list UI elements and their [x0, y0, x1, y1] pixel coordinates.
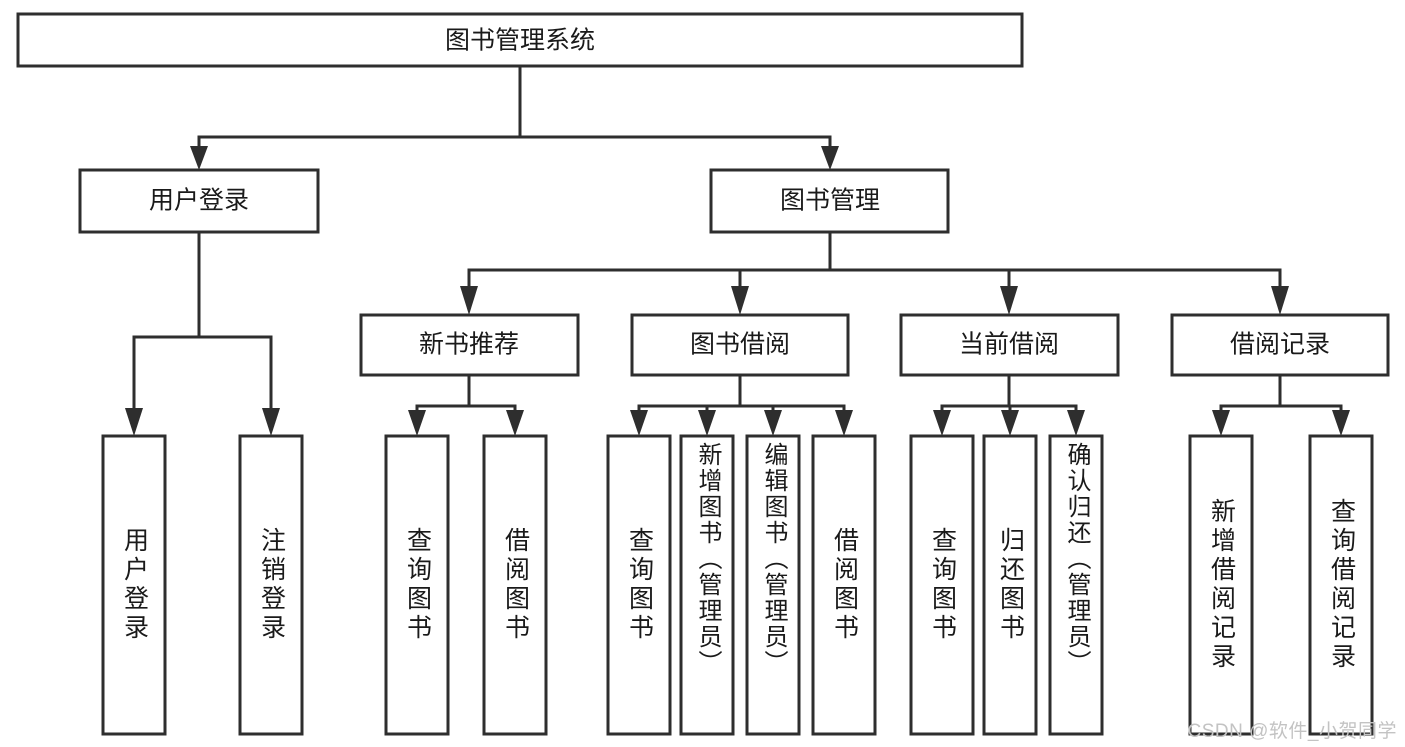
- leaf-label-borrow-book: 借阅图书: [830, 527, 859, 643]
- node-current-borrow-box[interactable]: [899, 313, 1120, 377]
- arrow-to-current-borrow: [1000, 286, 1018, 315]
- node-borrow-record-label: 借阅记录: [1230, 331, 1330, 359]
- arrow-to-user-login: [190, 146, 208, 170]
- arrow-to-borrow-record: [1271, 286, 1289, 315]
- node-user-login-box[interactable]: [78, 168, 320, 234]
- leaf-label-query-book-current: 查询图书: [928, 527, 957, 643]
- arrow-leaf-user-login: [125, 408, 143, 436]
- node-leaf-borrow-book-recommend-box[interactable]: [482, 434, 548, 736]
- node-current-borrow[interactable]: 当前借阅: [899, 313, 1120, 377]
- node-leaf-borrow-book-recommend[interactable]: [482, 434, 548, 736]
- node-new-book-recommend-box[interactable]: [359, 313, 580, 377]
- node-layer: 图书管理系统 用户登录 图书管理 新书推荐 图书借阅 当前借阅 借阅记录: [16, 12, 1390, 736]
- node-root-label: 图书管理系统: [445, 27, 595, 55]
- arrow-leaf-query-book-borrow: [630, 410, 648, 436]
- node-leaf-edit-book[interactable]: [745, 434, 801, 736]
- fo-leaf-add-borrow-record: 新增借阅记录: [1207, 498, 1236, 672]
- arrow-leaf-query-book-recommend: [408, 410, 426, 436]
- fo-leaf-query-book-recommend: 查询图书: [403, 527, 432, 643]
- node-root-box[interactable]: [16, 12, 1024, 68]
- node-leaf-return-book-box[interactable]: [982, 434, 1038, 736]
- node-leaf-add-borrow-record[interactable]: [1188, 434, 1254, 736]
- leaf-label-add-borrow-record: 新增借阅记录: [1207, 498, 1236, 672]
- node-root[interactable]: 图书管理系统: [16, 12, 1024, 68]
- arrow-leaf-add-book: [698, 410, 716, 436]
- leaf-label-query-borrow-record: 查询借阅记录: [1327, 498, 1356, 672]
- node-leaf-borrow-book-box[interactable]: [811, 434, 877, 736]
- leaf-label-query-book-recommend: 查询图书: [403, 527, 432, 643]
- node-borrow-record-box[interactable]: [1170, 313, 1390, 377]
- fo-leaf-borrow-book: 借阅图书: [830, 527, 859, 643]
- node-borrow-record[interactable]: 借阅记录: [1170, 313, 1390, 377]
- fo-leaf-add-book: 新增图书（管理员）: [694, 442, 721, 676]
- fo-leaf-borrow-book-recommend: 借阅图书: [501, 527, 530, 643]
- node-leaf-add-book[interactable]: [679, 434, 735, 736]
- node-leaf-user-login[interactable]: [101, 434, 167, 736]
- node-book-manage-box[interactable]: [709, 168, 950, 234]
- leaf-label-return-book: 归还图书: [996, 527, 1025, 643]
- arrow-leaf-add-borrow-record: [1212, 410, 1230, 436]
- fo-leaf-user-login: 用户登录: [120, 527, 149, 643]
- arrow-leaf-return-book: [1001, 410, 1019, 436]
- node-leaf-confirm-return[interactable]: [1048, 434, 1104, 736]
- arrow-to-book-manage: [821, 146, 839, 170]
- leaf-label-confirm-return: 确认归还（管理员）: [1063, 442, 1090, 676]
- node-leaf-return-book[interactable]: [982, 434, 1038, 736]
- node-book-manage[interactable]: 图书管理: [709, 168, 950, 234]
- node-user-login-label: 用户登录: [149, 187, 249, 215]
- leaf-label-layer: 用户登录 注销登录 查询图书 借阅图书 查询图书 新增图书（管理员） 编辑图书（…: [120, 442, 1356, 676]
- arrow-leaf-user-logout: [262, 408, 280, 436]
- node-leaf-user-logout[interactable]: [238, 434, 304, 736]
- node-book-borrow-label: 图书借阅: [690, 331, 790, 359]
- leaf-label-add-book: 新增图书（管理员）: [694, 442, 721, 676]
- node-leaf-user-logout-box[interactable]: [238, 434, 304, 736]
- node-book-borrow-box[interactable]: [630, 313, 850, 377]
- arrow-leaf-borrow-book: [835, 410, 853, 436]
- node-leaf-add-book-box[interactable]: [679, 434, 735, 736]
- node-new-book-recommend-label: 新书推荐: [419, 331, 519, 359]
- node-leaf-query-book-borrow-box[interactable]: [606, 434, 672, 736]
- fo-leaf-edit-book: 编辑图书（管理员）: [760, 442, 787, 676]
- node-leaf-query-book-recommend[interactable]: [384, 434, 450, 736]
- node-leaf-confirm-return-box[interactable]: [1048, 434, 1104, 736]
- fo-leaf-query-book-borrow: 查询图书: [625, 527, 654, 643]
- node-leaf-borrow-book[interactable]: [811, 434, 877, 736]
- arrow-leaf-query-book-current: [933, 410, 951, 436]
- leaf-label-user-logout: 注销登录: [257, 527, 286, 643]
- node-leaf-query-book-current[interactable]: [909, 434, 975, 736]
- node-current-borrow-label: 当前借阅: [959, 331, 1059, 359]
- fo-leaf-return-book: 归还图书: [996, 527, 1025, 643]
- node-leaf-query-borrow-record[interactable]: [1308, 434, 1374, 736]
- node-leaf-query-borrow-record-box[interactable]: [1308, 434, 1374, 736]
- fo-leaf-confirm-return: 确认归还（管理员）: [1063, 442, 1090, 676]
- node-leaf-query-book-recommend-box[interactable]: [384, 434, 450, 736]
- node-leaf-query-book-borrow[interactable]: [606, 434, 672, 736]
- edge-layer: [125, 64, 1350, 436]
- arrow-leaf-edit-book: [764, 410, 782, 436]
- leaf-label-edit-book: 编辑图书（管理员）: [760, 442, 787, 676]
- arrow-to-book-borrow: [731, 286, 749, 315]
- node-leaf-edit-book-box[interactable]: [745, 434, 801, 736]
- arrow-to-new-book-recommend: [460, 286, 478, 315]
- node-book-borrow[interactable]: 图书借阅: [630, 313, 850, 377]
- fo-leaf-query-book-current: 查询图书: [928, 527, 957, 643]
- node-leaf-add-borrow-record-box[interactable]: [1188, 434, 1254, 736]
- node-leaf-user-login-box[interactable]: [101, 434, 167, 736]
- node-book-manage-label: 图书管理: [780, 187, 880, 215]
- fo-leaf-user-logout: 注销登录: [257, 527, 286, 643]
- arrow-leaf-borrow-book-recommend: [506, 410, 524, 436]
- leaf-label-query-book-borrow: 查询图书: [625, 527, 654, 643]
- node-new-book-recommend[interactable]: 新书推荐: [359, 313, 580, 377]
- node-leaf-query-book-current-box[interactable]: [909, 434, 975, 736]
- leaf-label-user-login: 用户登录: [120, 527, 149, 643]
- arrow-leaf-confirm-return: [1067, 410, 1085, 436]
- leaf-label-borrow-book-recommend: 借阅图书: [501, 527, 530, 643]
- arrow-leaf-query-borrow-record: [1332, 410, 1350, 436]
- fo-leaf-query-borrow-record: 查询借阅记录: [1327, 498, 1356, 672]
- node-user-login[interactable]: 用户登录: [78, 168, 320, 234]
